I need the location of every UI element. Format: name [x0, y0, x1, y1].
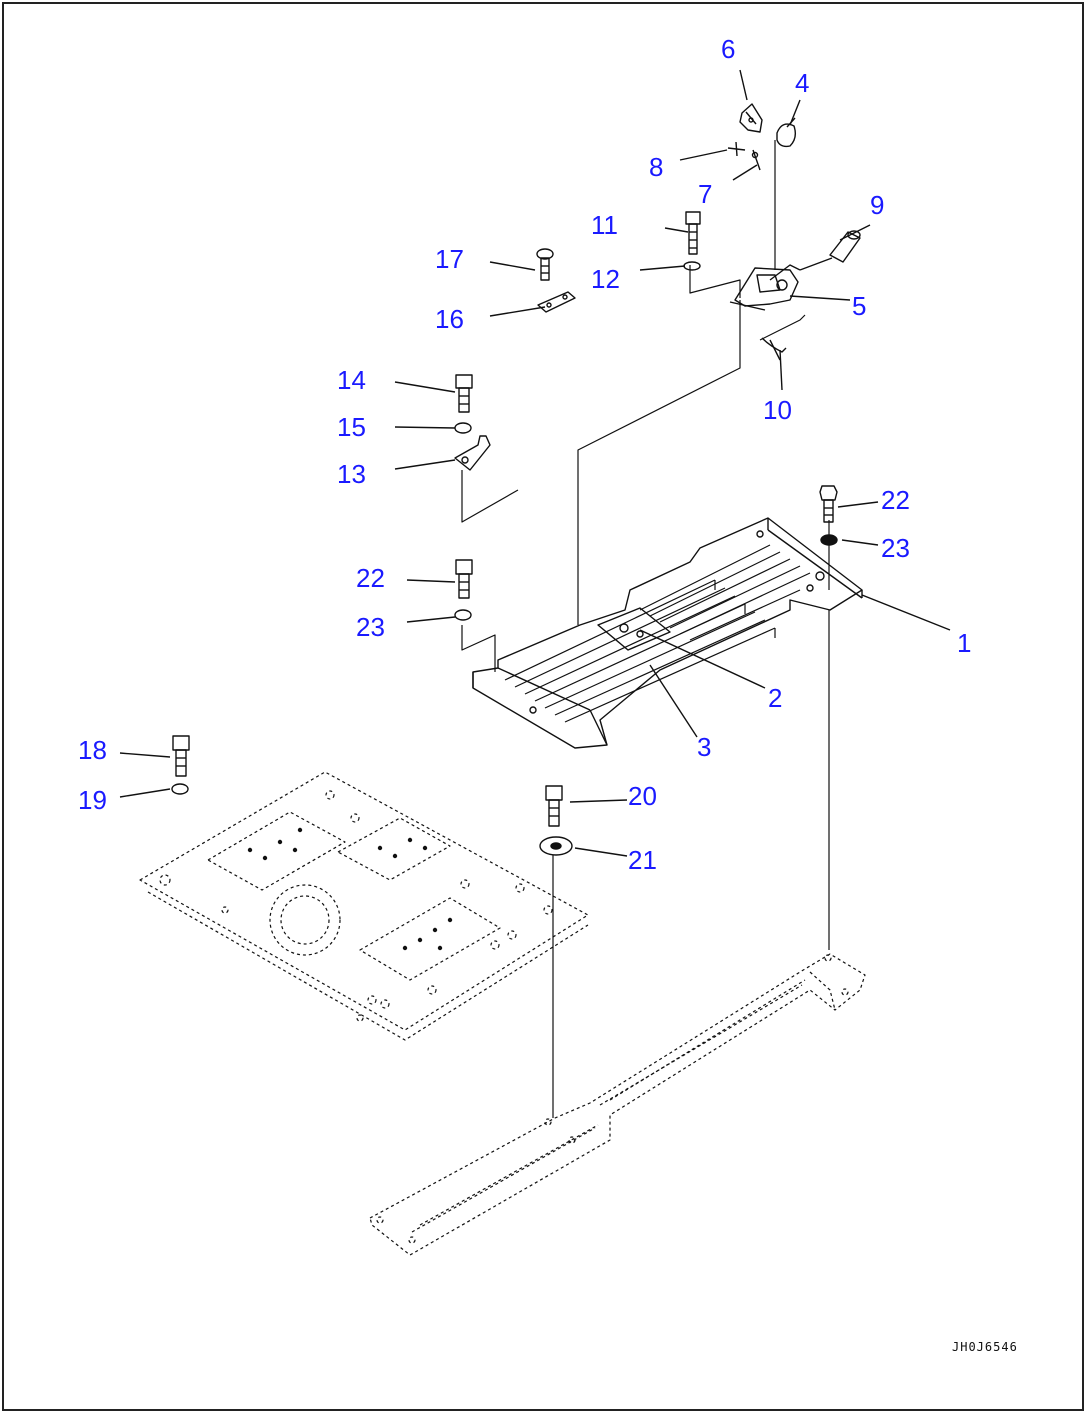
- part-15-washer: [454, 422, 472, 434]
- part-14-bolt: [455, 374, 473, 413]
- callout-part-16: 16: [435, 304, 464, 334]
- callout-part-15: 15: [337, 412, 366, 442]
- part-7-pin: [751, 149, 761, 171]
- part-19-washer: [171, 783, 189, 795]
- part-22-bolt-right: [819, 485, 838, 523]
- part-9-pin: [799, 230, 861, 271]
- callout-part-23-right: 23: [881, 533, 910, 563]
- callout-part-22-left: 22: [356, 563, 385, 593]
- part-17-screw: [536, 248, 554, 281]
- callout-part-19: 19: [78, 785, 107, 815]
- part-8-pin: [727, 141, 746, 157]
- part-1-plate-frame: [472, 517, 863, 749]
- part-4-clip: [776, 117, 797, 148]
- callout-part-10: 10: [763, 395, 792, 425]
- part-3-center-bracket: [597, 607, 671, 651]
- callout-part-5: 5: [852, 291, 867, 321]
- part-2-grating: [504, 544, 811, 723]
- callout-part-12: 12: [591, 264, 620, 294]
- callout-part-11: 11: [591, 210, 618, 240]
- part-18-bolt: [172, 735, 190, 777]
- part-6-bracket: [739, 103, 763, 133]
- callout-part-8: 8: [649, 152, 664, 182]
- callout-part-14: 14: [337, 365, 366, 395]
- part-20-bolt: [545, 785, 563, 827]
- leader-lines: [119, 69, 951, 857]
- part-11-bolt: [685, 211, 701, 255]
- callout-part-6: 6: [721, 34, 736, 64]
- part-12-washer: [683, 261, 701, 271]
- lower-frame-rail: [369, 953, 866, 1256]
- callout-part-9: 9: [870, 190, 885, 220]
- callout-part-13: 13: [337, 459, 366, 489]
- part-16-plate: [537, 291, 576, 313]
- callout-part-2: 2: [768, 683, 783, 713]
- part-22-bolt-left: [455, 559, 473, 599]
- callout-part-23-left: 23: [356, 612, 385, 642]
- drawing-reference-code: JH0J6546: [952, 1340, 1018, 1354]
- part-23-washer-left: [454, 609, 472, 621]
- callout-part-1: 1: [957, 628, 972, 658]
- part-13-bracket: [454, 435, 491, 471]
- floor-base-plate: [139, 771, 589, 1041]
- part-23-washer-right: [820, 534, 838, 546]
- callout-part-20: 20: [628, 781, 657, 811]
- callout-part-7: 7: [698, 179, 713, 209]
- callout-part-21: 21: [628, 845, 657, 875]
- callout-part-22-right: 22: [881, 485, 910, 515]
- callout-part-3: 3: [697, 732, 712, 762]
- part-5-lock-assembly: [729, 264, 801, 311]
- callout-part-17: 17: [435, 244, 464, 274]
- callout-part-4: 4: [795, 68, 810, 98]
- callout-part-18: 18: [78, 735, 107, 765]
- part-21-washer: [539, 836, 573, 856]
- part-10-clip: [761, 337, 787, 361]
- assembly-path-lines: [461, 140, 830, 1118]
